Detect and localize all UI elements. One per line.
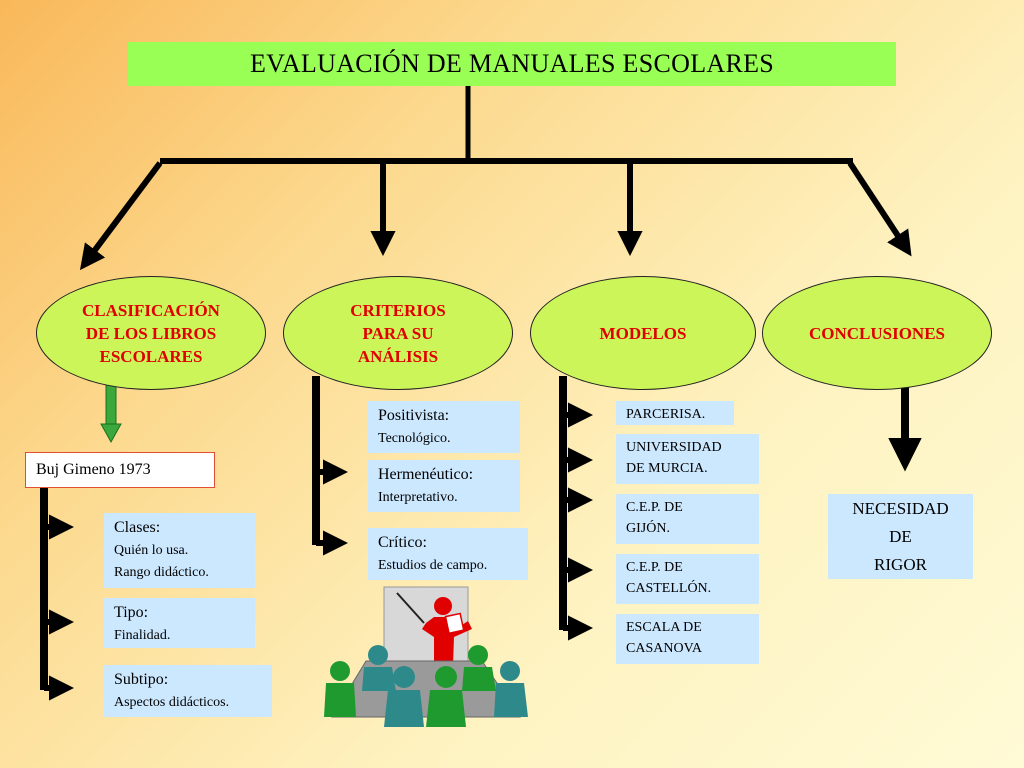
node-clasificacion-label: CLASIFICACIÓN DE LOS LIBROS ESCOLARES bbox=[82, 299, 220, 368]
item-sub: Estudios de campo. bbox=[378, 555, 518, 577]
item-sub: Quién lo usa. bbox=[114, 540, 245, 562]
classroom-icon bbox=[322, 585, 532, 727]
author-box: Buj Gimeno 1973 bbox=[25, 452, 215, 488]
conclusion-box: NECESIDAD DE RIGOR bbox=[828, 494, 973, 579]
green-arrow-head bbox=[101, 424, 121, 442]
node-criterios-label: CRITERIOS PARA SU ANÁLISIS bbox=[350, 299, 445, 368]
modelo-parcerisa: PARCERISA. bbox=[616, 401, 734, 425]
clasificacion-item-subtipo: Subtipo: Aspectos didácticos. bbox=[104, 665, 272, 717]
clasificacion-item-tipo: Tipo: Finalidad. bbox=[104, 598, 255, 648]
arrow-to-conclusiones bbox=[850, 163, 906, 248]
modelo-label: PARCERISA. bbox=[626, 404, 724, 425]
node-conclusiones: CONCLUSIONES bbox=[762, 276, 992, 390]
item-sub: Interpretativo. bbox=[378, 487, 510, 509]
modelo-casanova: ESCALA DE CASANOVA bbox=[616, 614, 759, 664]
modelo-label: ESCALA DE CASANOVA bbox=[626, 617, 749, 659]
item-head: Subtipo: bbox=[114, 668, 262, 692]
item-sub: Aspectos didácticos. bbox=[114, 692, 262, 714]
modelo-label: C.E.P. DE CASTELLÓN. bbox=[626, 557, 749, 599]
node-clasificacion: CLASIFICACIÓN DE LOS LIBROS ESCOLARES bbox=[36, 276, 266, 390]
arrow-to-clasificacion bbox=[86, 163, 160, 262]
item-sub: Rango didáctico. bbox=[114, 562, 245, 584]
item-sub: Tecnológico. bbox=[378, 428, 510, 450]
modelo-label: C.E.P. DE GIJÓN. bbox=[626, 497, 749, 539]
criterio-hermeneutico: Hermenéutico: Interpretativo. bbox=[368, 460, 520, 512]
node-modelos: MODELOS bbox=[530, 276, 756, 390]
criterio-critico: Crítico: Estudios de campo. bbox=[368, 528, 528, 580]
item-sub: Finalidad. bbox=[114, 625, 245, 647]
node-criterios: CRITERIOS PARA SU ANÁLISIS bbox=[283, 276, 513, 390]
modelo-label: UNIVERSIDAD DE MURCIA. bbox=[626, 437, 749, 479]
item-head: Clases: bbox=[114, 516, 245, 540]
diagram-title: EVALUACIÓN DE MANUALES ESCOLARES bbox=[128, 42, 896, 86]
item-head: Crítico: bbox=[378, 531, 518, 555]
item-head: Positivista: bbox=[378, 404, 510, 428]
item-head: Hermenéutico: bbox=[378, 463, 510, 487]
node-modelos-label: MODELOS bbox=[600, 322, 687, 345]
modelo-castellon: C.E.P. DE CASTELLÓN. bbox=[616, 554, 759, 604]
modelo-murcia: UNIVERSIDAD DE MURCIA. bbox=[616, 434, 759, 484]
criterio-positivista: Positivista: Tecnológico. bbox=[368, 401, 520, 453]
clasificacion-item-clases: Clases: Quién lo usa. Rango didáctico. bbox=[104, 513, 255, 588]
node-conclusiones-label: CONCLUSIONES bbox=[809, 322, 945, 345]
item-head: Tipo: bbox=[114, 601, 245, 625]
modelo-gijon: C.E.P. DE GIJÓN. bbox=[616, 494, 759, 544]
